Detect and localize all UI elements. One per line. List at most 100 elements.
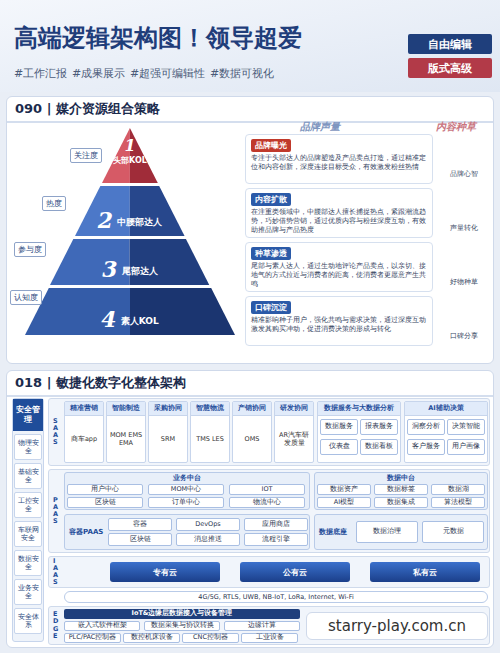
level-tag: 认知度 [10, 290, 42, 305]
node-text: 数据采集与协议转换 [151, 622, 214, 629]
node-text: 数据服务与大数据分析 [318, 402, 400, 416]
node-text: 私有云 [413, 567, 437, 578]
node-text: 自由编辑 [428, 37, 472, 52]
hashtag: #数据可视化 [210, 66, 274, 81]
node-text: 精准营销 [65, 402, 103, 416]
module-column: 研发协同AR汽车研发质量 [274, 401, 314, 463]
hashtag: #工作汇报 [14, 66, 67, 81]
module-box: 应用商店 [244, 518, 308, 531]
module-box: 决策智能 [447, 419, 485, 435]
module-box: AI模型 [317, 497, 371, 508]
module-box: 数据集成 [374, 497, 428, 508]
node-text: AI模型 [334, 499, 354, 506]
pyramid-tier: 4 素人KOL [25, 288, 235, 335]
node-text: 数据标签 [387, 486, 415, 493]
security-item: 安全体系 [14, 608, 42, 634]
module-box: 数据服务 [320, 419, 358, 435]
node-text: 嵌入式软件框架 [78, 622, 127, 629]
pyramid-tier: 2 中腰部达人 [75, 186, 185, 236]
level-tag: 关注度 [70, 148, 102, 163]
hashtag: #超强可编辑性 [130, 66, 205, 81]
node-text: 客户服务 [412, 443, 440, 450]
tier-shape [102, 128, 158, 183]
node-text: 用户中心 [91, 486, 119, 493]
node-text: 基础安全 [16, 468, 40, 485]
node-text: 产销协同 [233, 402, 271, 416]
node-text: 专有云 [153, 567, 177, 578]
cloud-box: 专有云 [110, 562, 220, 582]
platform-box: 容器PAAS容器DevOps应用商店区块链消息推送流程引擎 [64, 514, 310, 550]
section-panel: 018 | 敏捷化数字化整体架构安全管理物理安全基础安全工控安全车联网安全数据安… [6, 370, 494, 648]
icon-caption: 口碑分享 [441, 332, 487, 341]
node-text: 数据安全 [16, 555, 40, 572]
icon-caption: 声量转化 [441, 224, 487, 233]
node-text: 中腰部达人 [117, 216, 162, 231]
node-text: 数据资产 [330, 486, 358, 493]
tier-shape [50, 239, 209, 285]
security-item: 车联网安全 [14, 521, 42, 547]
node-text: 尾部与素人达人，通过生动地评论产品卖点，以亲切、接地气的方式拉近与消费者的距离，… [251, 262, 427, 288]
module-box: 消息推送 [176, 533, 240, 546]
node-text: 应用商店 [262, 521, 290, 528]
node-text: OMS [233, 416, 271, 462]
module-box: MOM中心 [148, 484, 224, 495]
node-text: 元数据 [443, 528, 464, 535]
node-text: 业务中台 [65, 473, 309, 482]
platform-box: 数据底座数据治理元数据 [314, 514, 488, 550]
node-text: IAAS [53, 558, 60, 587]
platform-box: 业务中台用户中心MOM中心IOT区块链订单中心物流中心 [64, 472, 310, 510]
tier-number: 2 [98, 209, 113, 231]
node-text: 公有云 [283, 567, 307, 578]
module-box: 区块链 [108, 533, 172, 546]
strategy-card: 内容扩散在注重类领域中，中腰部达人擅长捕捉热点，紧跟潮流趋势，巧妙借势营销，通过… [245, 188, 433, 238]
node-text: 数据湖 [448, 486, 469, 493]
node-text: 智能制造 [107, 402, 145, 416]
module-box: 数据标签 [374, 484, 428, 495]
node-text: CNC控制器 [193, 634, 228, 641]
node-text: 区块链 [130, 536, 151, 543]
node-text: SAAS [53, 418, 60, 447]
strategy-card: 口碑沉淀精准影响种子用户，强化共鸣与需求决策，通过深度互动激发其购买冲动，促进消… [245, 296, 433, 346]
layer-band: PAAS业务中台用户中心MOM中心IOT区块链订单中心物流中心数据中台数据资产数… [48, 469, 490, 553]
module-box: DevOps [176, 518, 240, 531]
node-text: IoT&边缘层数据接入与设备管理 [132, 610, 233, 617]
pyramid-tier: 3尾部达人 [50, 239, 209, 285]
module-box: 数据资产 [317, 484, 371, 495]
section-panel: 090 | 媒介资源组合策略1头部KOL2中腰部达人3尾部达人4素人KOL品牌曝… [6, 96, 494, 364]
tier-shape [25, 288, 235, 335]
security-item: 基础安全 [14, 463, 42, 489]
module-box: 洞察分析 [407, 419, 445, 435]
module-box: 报表服务 [360, 419, 398, 435]
node-text: 算法模型 [444, 499, 472, 506]
node-text: 内容扩散 [251, 193, 291, 206]
module-box: 物流中心 [229, 497, 305, 508]
module-box: 数据治理 [356, 521, 418, 543]
security-item: 物理安全 [14, 434, 42, 460]
module-box: 用户中心 [67, 484, 143, 495]
node-text: 素人KOL [121, 315, 159, 330]
node-text: 品牌曝光 [251, 139, 291, 152]
module-box: 嵌入式软件框架 [64, 621, 140, 631]
node-text: 车联网安全 [16, 526, 40, 543]
node-text: 口碑沉淀 [251, 301, 291, 314]
node-text: 在注重类领域中，中腰部达人擅长捕捉热点，紧跟潮流趋势，巧妙借势营销，通过优质内容… [251, 208, 427, 234]
watermark: starry-play.com.cn [306, 612, 488, 640]
module-group: 数据服务与大数据分析数据服务报表服务仪表盘数据看板 [317, 401, 401, 463]
node-text: 仪表盘 [329, 443, 350, 450]
module-box: 客户服务 [407, 439, 445, 455]
module-box: 用户画像 [447, 439, 485, 455]
node-text: IOT [261, 486, 272, 493]
tier-number: 4 [101, 308, 116, 330]
icon-caption: 好物种草 [441, 278, 487, 287]
node-text: 采购协同 [149, 402, 187, 416]
edge-header: IoT&边缘层数据接入与设备管理 [64, 609, 300, 619]
column-heading: 内容种草 [436, 120, 476, 134]
node-text: TMS LES [191, 416, 229, 462]
pyramid-tier: 1头部KOL [102, 128, 158, 183]
node-text: MOM EMS EMA [107, 416, 145, 462]
node-text: 容器 [133, 521, 147, 528]
node-text: 尾部达人 [122, 265, 158, 280]
security-item: 业务安全 [14, 579, 42, 605]
node-text: 用户画像 [452, 443, 480, 450]
module-box: 仪表盘 [320, 439, 358, 455]
